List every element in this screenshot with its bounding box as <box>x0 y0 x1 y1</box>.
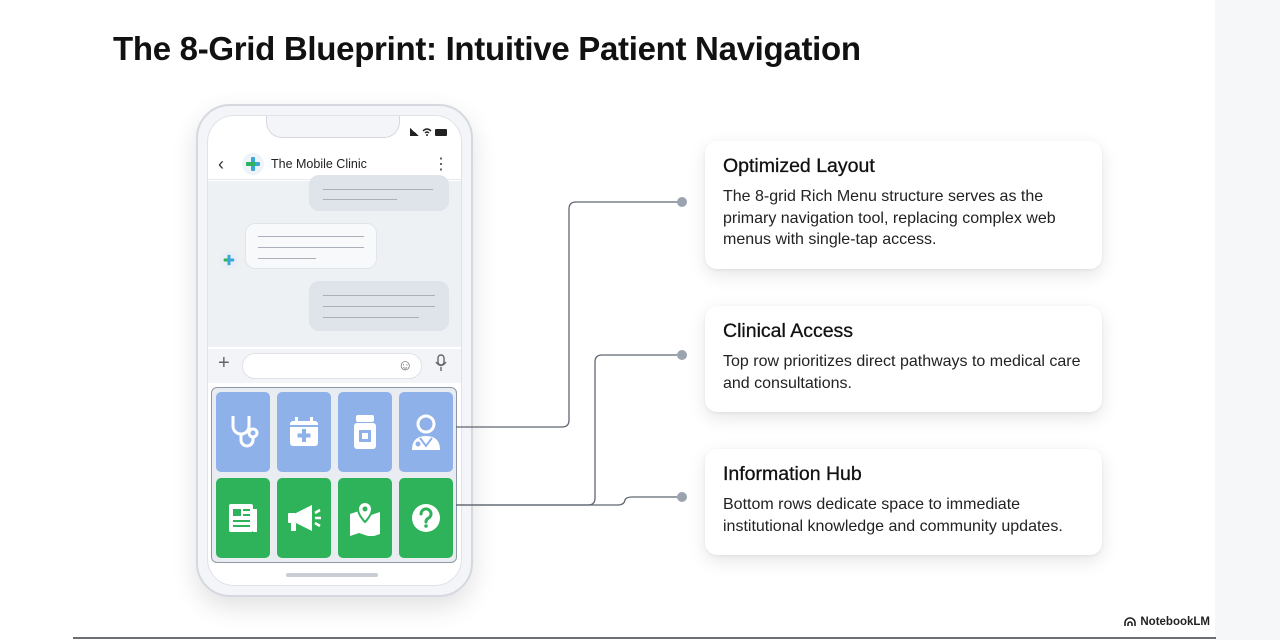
rich-menu-tile-news[interactable] <box>216 478 270 558</box>
callout-card-information-hub: Information Hub Bottom rows dedicate spa… <box>705 449 1102 555</box>
connector-optimized-layout <box>456 201 682 428</box>
connector-dot-clinical-access <box>677 350 687 360</box>
phone-screen: ‹ The Mobile Clinic ⋮ <box>207 115 462 586</box>
doctor-icon <box>412 414 440 450</box>
calendar-medical-icon <box>290 417 318 446</box>
background-strip <box>1215 0 1280 640</box>
help-question-icon <box>412 504 440 532</box>
microphone-icon[interactable] <box>435 354 447 372</box>
phone-notch <box>266 116 400 138</box>
stethoscope-icon <box>231 416 259 448</box>
connector-clinical-access <box>456 354 682 506</box>
chat-header: ‹ The Mobile Clinic ⋮ <box>208 148 461 180</box>
rich-menu-tile-consultation[interactable] <box>216 392 270 472</box>
card-body: The 8-grid Rich Menu structure serves as… <box>723 188 1056 248</box>
wifi-icon <box>422 128 432 136</box>
chat-bubble-outgoing <box>309 175 449 211</box>
battery-icon <box>435 128 447 136</box>
plus-icon[interactable]: + <box>218 352 230 374</box>
brand-name: NotebookLM <box>1140 616 1210 628</box>
megaphone-icon <box>288 505 321 531</box>
home-indicator <box>286 573 378 577</box>
message-input[interactable]: ☺ <box>242 353 422 379</box>
rich-menu-grid <box>211 387 457 563</box>
connector-dot-optimized-layout <box>677 197 687 207</box>
rich-menu-tile-pharmacy[interactable] <box>338 392 392 472</box>
brand-watermark: NotebookLM <box>1124 616 1210 628</box>
signal-icon <box>410 128 419 136</box>
rich-menu-tile-locations[interactable] <box>338 478 392 558</box>
chat-bubble-incoming <box>245 223 377 269</box>
card-body: Top row prioritizes direct pathways to m… <box>723 353 1081 392</box>
message-input-bar: + ☺ <box>208 349 461 383</box>
notebooklm-logo-icon <box>1124 617 1137 626</box>
card-title: Optimized Layout <box>723 155 875 177</box>
rich-menu-tile-help[interactable] <box>399 478 453 558</box>
newspaper-icon <box>229 504 257 532</box>
rich-menu-tile-announcements[interactable] <box>277 478 331 558</box>
medicine-bottle-icon <box>354 415 376 449</box>
card-title: Clinical Access <box>723 320 854 342</box>
callout-card-clinical-access: Clinical Access Top row prioritizes dire… <box>705 306 1102 412</box>
emoji-icon[interactable]: ☺ <box>397 357 413 374</box>
footer-divider <box>73 637 1216 639</box>
rich-menu-tile-appointments[interactable] <box>277 392 331 472</box>
more-options-icon[interactable]: ⋮ <box>433 156 449 173</box>
back-arrow-icon[interactable]: ‹ <box>218 154 224 174</box>
chat-title: The Mobile Clinic <box>271 157 367 171</box>
bot-avatar-icon <box>220 251 238 269</box>
clinic-logo-icon <box>242 153 264 175</box>
chat-area <box>208 175 461 347</box>
map-pin-icon <box>350 500 380 536</box>
callout-card-optimized-layout: Optimized Layout The 8-grid Rich Menu st… <box>705 141 1102 269</box>
card-title: Information Hub <box>723 463 862 485</box>
status-bar-icons <box>410 128 447 136</box>
slide-title: The 8-Grid Blueprint: Intuitive Patient … <box>113 30 861 67</box>
chat-bubble-outgoing <box>309 281 449 331</box>
card-body: Bottom rows dedicate space to immediate … <box>723 496 1063 535</box>
phone-mockup: ‹ The Mobile Clinic ⋮ <box>196 104 473 597</box>
connector-information-hub <box>456 496 682 506</box>
connector-dot-information-hub <box>677 492 687 502</box>
rich-menu-tile-doctors[interactable] <box>399 392 453 472</box>
